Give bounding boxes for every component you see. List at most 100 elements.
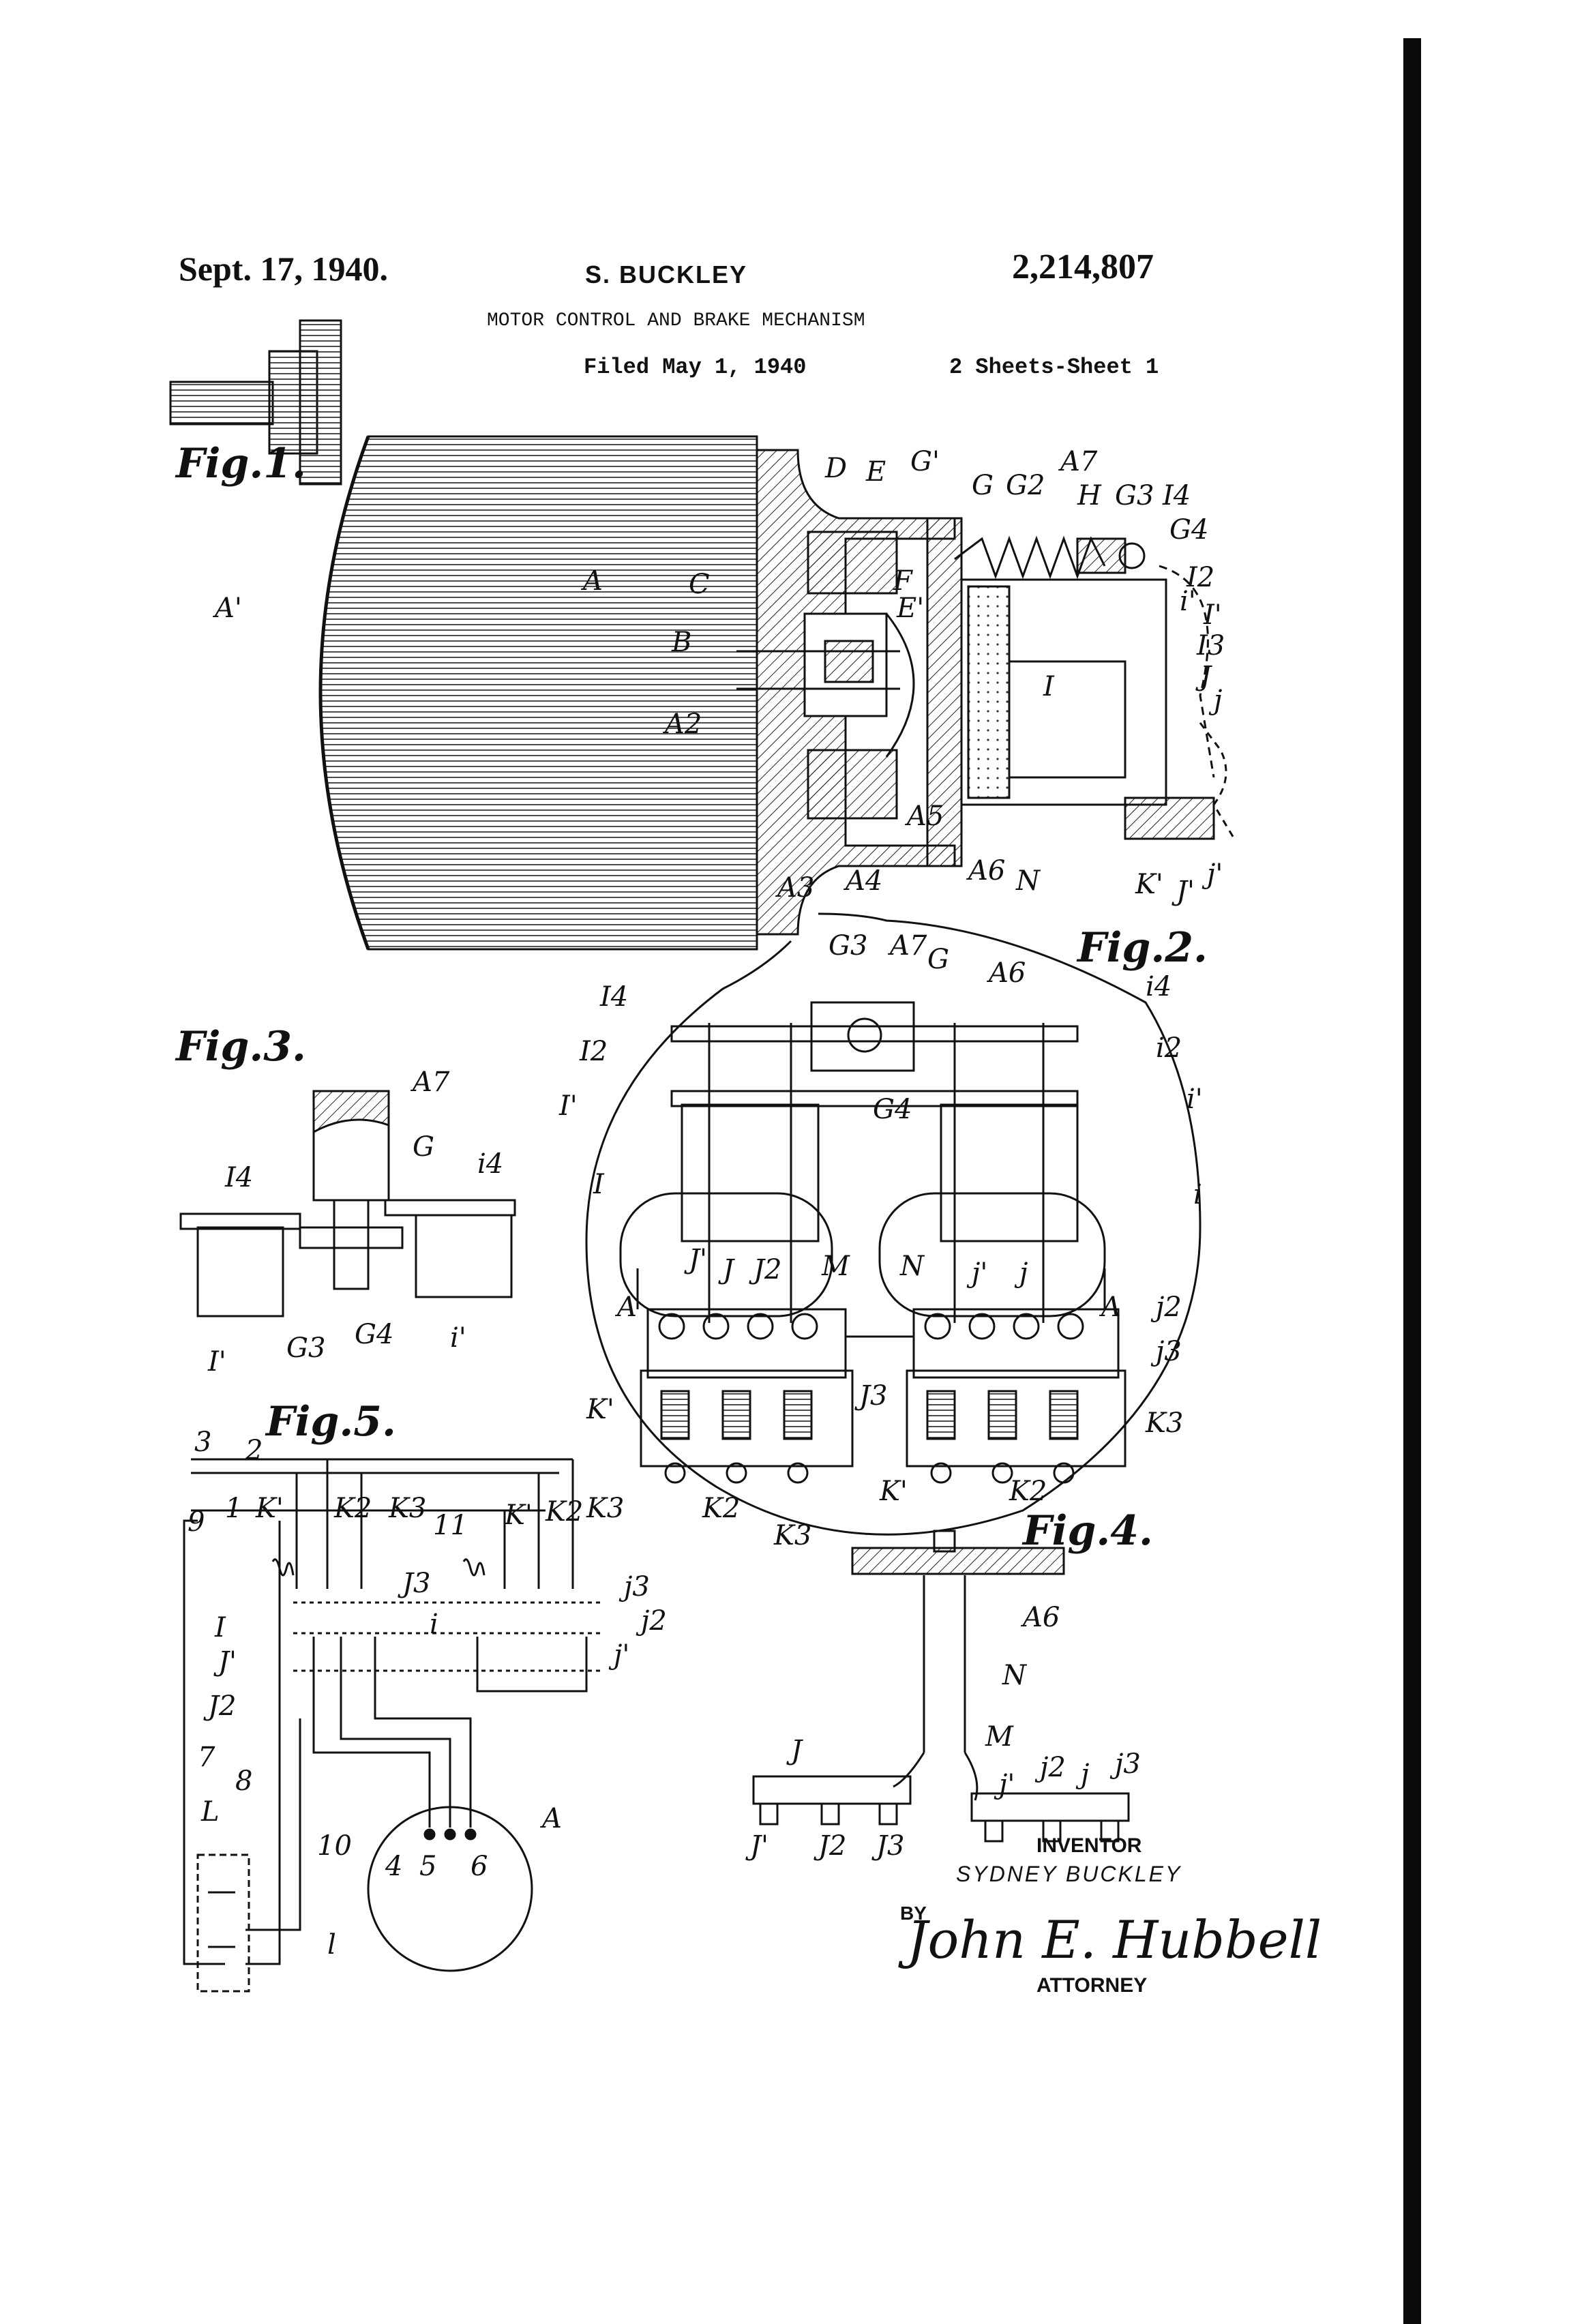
label5-2: 2 <box>245 1435 263 1466</box>
right-armature <box>940 1103 1079 1242</box>
armature-I1 <box>196 1226 284 1317</box>
label-C: C <box>689 569 710 600</box>
link-m <box>893 1752 925 1788</box>
label4-A6: A6 <box>1020 1602 1060 1633</box>
top-bar-i4 <box>670 1025 1079 1043</box>
brake-spring-plate <box>885 613 915 758</box>
label5-7: 7 <box>198 1742 215 1773</box>
label-N: N <box>1015 865 1041 897</box>
label2-K1: K' <box>586 1394 614 1425</box>
label3-i1: i' <box>450 1322 466 1354</box>
label2-J: J <box>718 1254 735 1285</box>
label2-J3: J3 <box>854 1380 887 1412</box>
wire-to-6 <box>374 1637 472 1828</box>
label5-11: 11 <box>433 1510 468 1541</box>
label5-6: 6 <box>471 1851 488 1882</box>
label4-J2: J2 <box>814 1830 846 1862</box>
label2-G3: G3 <box>829 930 867 962</box>
label5-j2: j2 <box>636 1605 667 1637</box>
coil-I-schematic <box>271 1558 295 1577</box>
label5-j3: j3 <box>618 1571 650 1603</box>
scan-edge-bar <box>1403 38 1421 2324</box>
figure-2 <box>585 912 1202 1536</box>
motor-shaft <box>169 381 274 426</box>
fig2-labels: G3 A7 G A6 I4 i4 I2 i2 I' i' G4 I i M N … <box>558 930 1203 1551</box>
plunger-block-g3 <box>810 1001 915 1072</box>
label2-N: N <box>899 1251 925 1282</box>
motor-housing <box>319 435 758 951</box>
fig3-title: Fig.3. <box>175 1023 306 1071</box>
switch-box <box>196 1853 250 1993</box>
label-I1: I' <box>1203 599 1222 631</box>
inventor-header: S. BUCKLEY <box>585 260 748 288</box>
sheet-count: 2 Sheets-Sheet 1 <box>949 355 1159 380</box>
label-A4: A4 <box>843 865 882 897</box>
cross-link-g3 <box>299 1226 404 1249</box>
patent-number: 2,214,807 <box>1012 248 1154 286</box>
contact-block-k <box>906 1369 1126 1468</box>
label-I2: I2 <box>1186 562 1214 593</box>
label2-j2: j2 <box>1150 1292 1182 1323</box>
label2-J1: J' <box>684 1244 707 1275</box>
label5-9: 9 <box>188 1506 205 1538</box>
label-D: D <box>824 453 847 484</box>
label4-J: J <box>786 1735 803 1766</box>
label5-5: 5 <box>419 1851 436 1882</box>
label5-J2: J2 <box>203 1690 236 1722</box>
brake-disc-lower <box>807 749 898 820</box>
label5-j1: j' <box>608 1639 629 1671</box>
label3-I1: I' <box>207 1346 226 1377</box>
label-A2: A2 <box>662 709 702 740</box>
label4-N: N <box>1002 1660 1028 1691</box>
label2-i2: i2 <box>1156 1032 1182 1064</box>
label4-j3: j3 <box>1109 1748 1141 1780</box>
label5-1: 1 <box>225 1493 242 1524</box>
label2-K2b: K2 <box>1009 1476 1047 1507</box>
label5-J3: J3 <box>398 1568 430 1599</box>
label2-M: M <box>821 1251 850 1282</box>
label-G1: G' <box>910 446 940 477</box>
label-A6: A6 <box>966 855 1005 887</box>
label2-j3: j3 <box>1150 1336 1182 1367</box>
label2-G4: G4 <box>873 1094 912 1125</box>
label4-j2: j2 <box>1034 1752 1066 1783</box>
wire-to-5 <box>340 1637 451 1828</box>
label5-4: 4 <box>385 1851 402 1882</box>
label2-i1: i' <box>1186 1084 1203 1115</box>
label5-A: A <box>539 1803 562 1834</box>
contact-bar-J <box>752 1775 912 1805</box>
figure-4 <box>752 1530 1130 1843</box>
label2-A-right: A <box>1099 1292 1121 1323</box>
label2-A7: A7 <box>887 930 927 962</box>
label5-10: 10 <box>317 1830 352 1862</box>
label2-J2: J2 <box>749 1254 781 1285</box>
figure-3 <box>179 1090 516 1317</box>
patent-title: MOTOR CONTROL AND BRAKE MECHANISM <box>487 310 865 331</box>
label5-k2: K2 <box>545 1496 583 1528</box>
label-A1: A' <box>212 593 242 624</box>
label3-A7: A7 <box>410 1067 450 1098</box>
label-G3: G3 <box>1115 480 1154 511</box>
label5-L: L <box>200 1796 220 1828</box>
label4-J1: J' <box>745 1830 768 1862</box>
contact-block <box>1124 796 1215 840</box>
label-G: G <box>972 470 994 501</box>
plate-a6 <box>851 1547 1065 1575</box>
solenoid-coil <box>1008 660 1126 779</box>
label-I3: I3 <box>1196 630 1225 661</box>
label4-j1: j' <box>994 1769 1015 1800</box>
label2-A6: A6 <box>986 957 1026 989</box>
fig2-title: Fig.2. <box>1076 924 1208 972</box>
label2-I1: I' <box>558 1090 578 1122</box>
contact-block-K <box>640 1369 854 1468</box>
label4-J3: J3 <box>871 1830 904 1862</box>
label2-K3: K3 <box>1145 1407 1183 1439</box>
label3-G3: G3 <box>286 1332 325 1364</box>
wire-to-4 <box>312 1637 431 1828</box>
label5-3: 3 <box>194 1427 211 1458</box>
label-j1: j' <box>1202 859 1223 890</box>
label2-K2: K2 <box>702 1493 740 1524</box>
label-I4: I4 <box>1162 480 1191 511</box>
label-H: H <box>1077 480 1102 511</box>
